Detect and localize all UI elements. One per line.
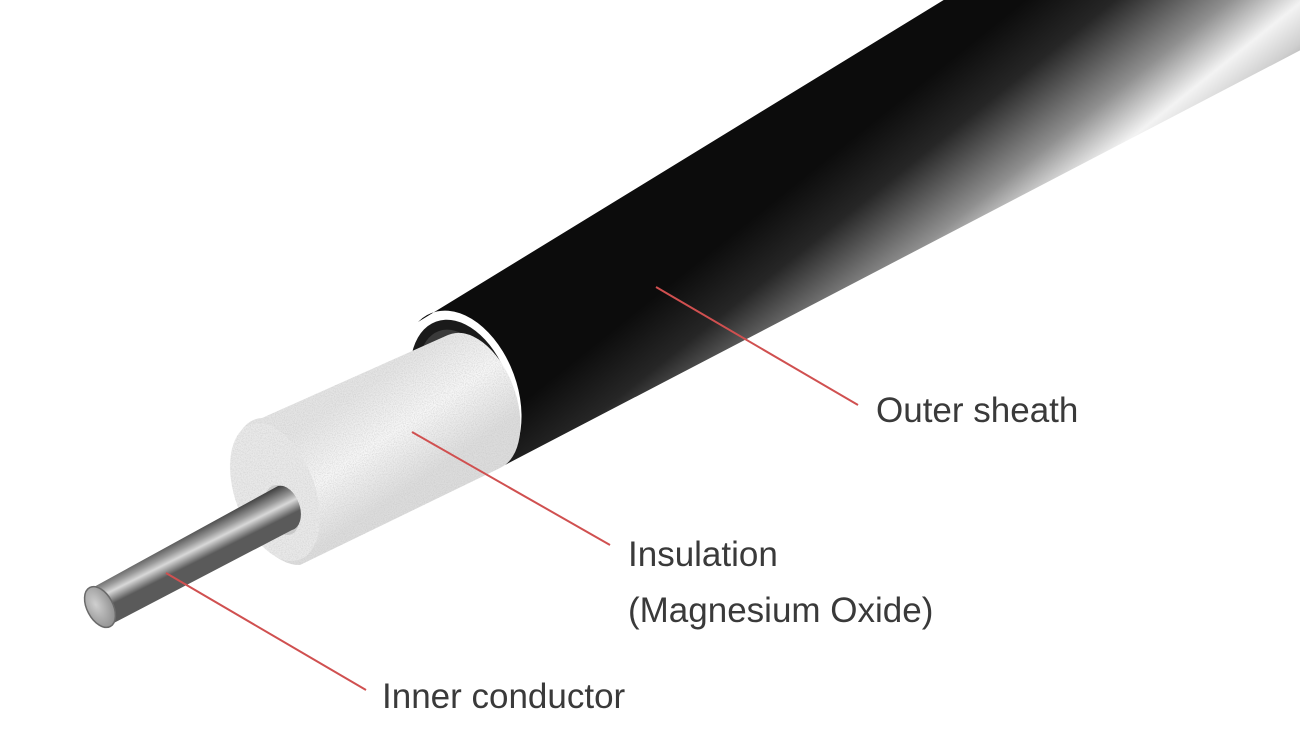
label-insulation: Insulation <box>628 535 778 574</box>
label-outer-sheath: Outer sheath <box>876 391 1078 430</box>
inner-conductor-body <box>87 485 301 627</box>
outer-sheath-body <box>418 0 1300 465</box>
labels: Outer sheath Insulation (Magnesium Oxide… <box>382 391 1078 716</box>
leader-line-outer-sheath <box>655 286 859 406</box>
leader-line-inner-conductor <box>165 572 367 691</box>
inner-conductor <box>83 485 301 629</box>
outer-sheath <box>409 0 1300 467</box>
label-insulation-material: (Magnesium Oxide) <box>628 591 933 630</box>
leader-line-insulation <box>411 431 611 546</box>
inner-conductor-end <box>83 585 117 629</box>
leader-lines <box>165 286 859 691</box>
label-inner-conductor: Inner conductor <box>382 677 626 716</box>
